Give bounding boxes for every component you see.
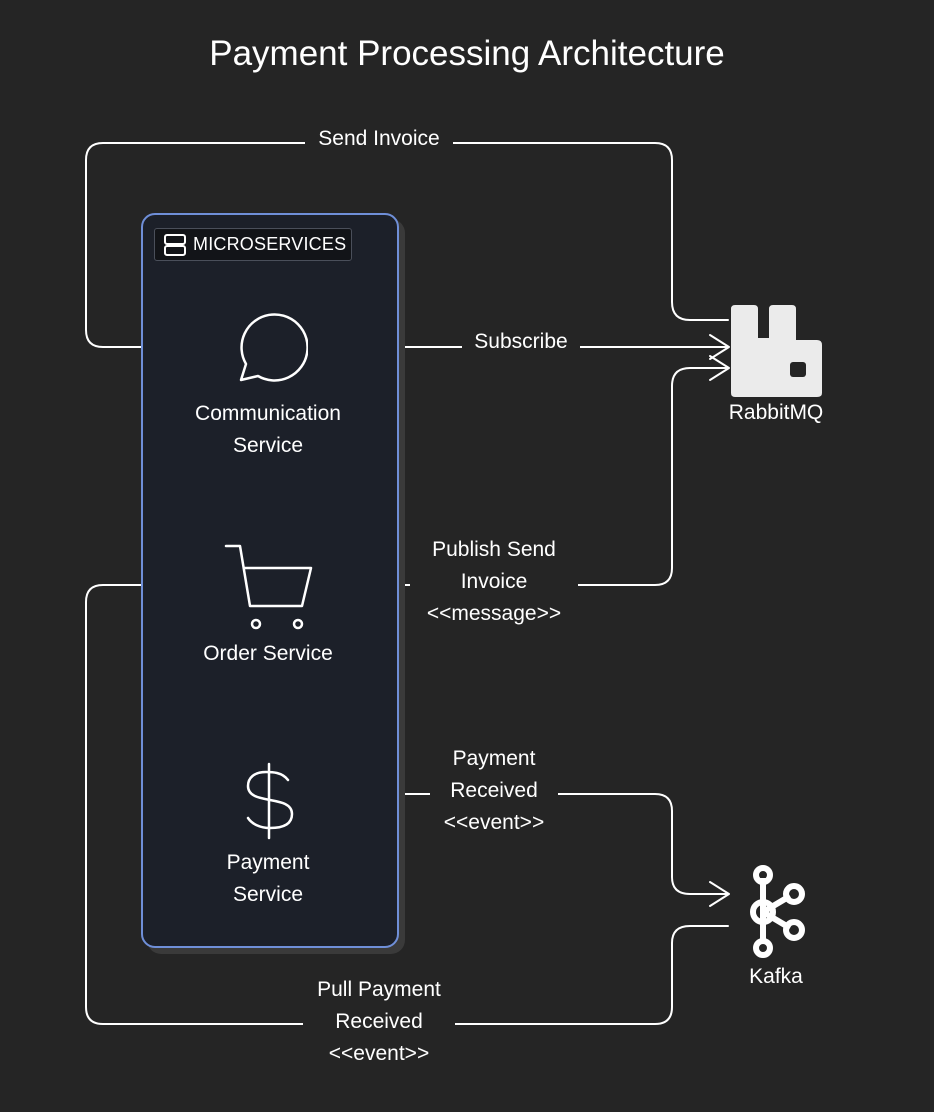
page-title: Payment Processing Architecture [209,34,725,73]
microservices-group-title: MICROSERVICES [193,234,347,254]
edge-label-pull-payment-line1: Pull Payment [317,978,441,1001]
edge-label-publish-line3: <<message>> [426,602,562,625]
edge-label-pull-payment-received: Pull Payment Received <<event>> [303,974,455,1070]
edge-label-send-invoice-line1: Send Invoice [318,127,440,150]
payment-service-label: Payment Service [168,847,368,911]
edge-payment-received-line [315,793,729,895]
order-service-label: Order Service [168,638,368,670]
chat-bubble-icon [239,313,308,382]
edge-label-subscribe: Subscribe [462,326,580,358]
payment-service-label-line2: Service [232,883,304,906]
edge-label-publish-line2: Invoice [460,570,528,593]
arrowhead-rabbitmq-publish [709,355,730,381]
communication-service-label-line2: Service [232,434,304,457]
edge-label-publish-send-invoice: Publish Send Invoice <<message>> [410,534,578,630]
shopping-cart-icon [224,544,313,630]
arrowhead-kafka [709,881,730,907]
payment-service-label-line1: Payment [226,851,310,874]
rabbitmq-icon [731,305,822,397]
dollar-sign-icon [246,762,294,840]
edge-label-pull-payment-line2: Received [335,1010,423,1033]
edge-label-payment-received-line1: Payment [452,747,536,770]
rabbitmq-label: RabbitMQ [706,397,846,429]
kafka-label-text: Kafka [749,965,803,988]
order-service-label-line1: Order Service [203,642,333,665]
edge-label-pull-payment-line3: <<event>> [328,1042,430,1065]
communication-service-label: Communication Service [168,398,368,462]
edge-label-payment-received-line2: Received [450,779,538,802]
edge-label-payment-received: Payment Received <<event>> [430,743,558,839]
edge-publish-line [315,367,729,586]
edge-label-subscribe-line1: Subscribe [474,330,568,353]
edge-label-send-invoice: Send Invoice [305,123,453,155]
arrowhead-rabbitmq-subscribe [709,334,730,360]
edge-label-publish-line1: Publish Send [432,538,556,561]
server-stack-icon [164,233,186,256]
microservices-group-label: MICROSERVICES [154,228,352,261]
communication-service-label-line1: Communication [195,402,341,425]
edge-label-payment-received-line3: <<event>> [443,811,545,834]
kafka-icon [750,865,805,958]
rabbitmq-label-text: RabbitMQ [728,401,824,424]
kafka-label: Kafka [716,961,836,993]
